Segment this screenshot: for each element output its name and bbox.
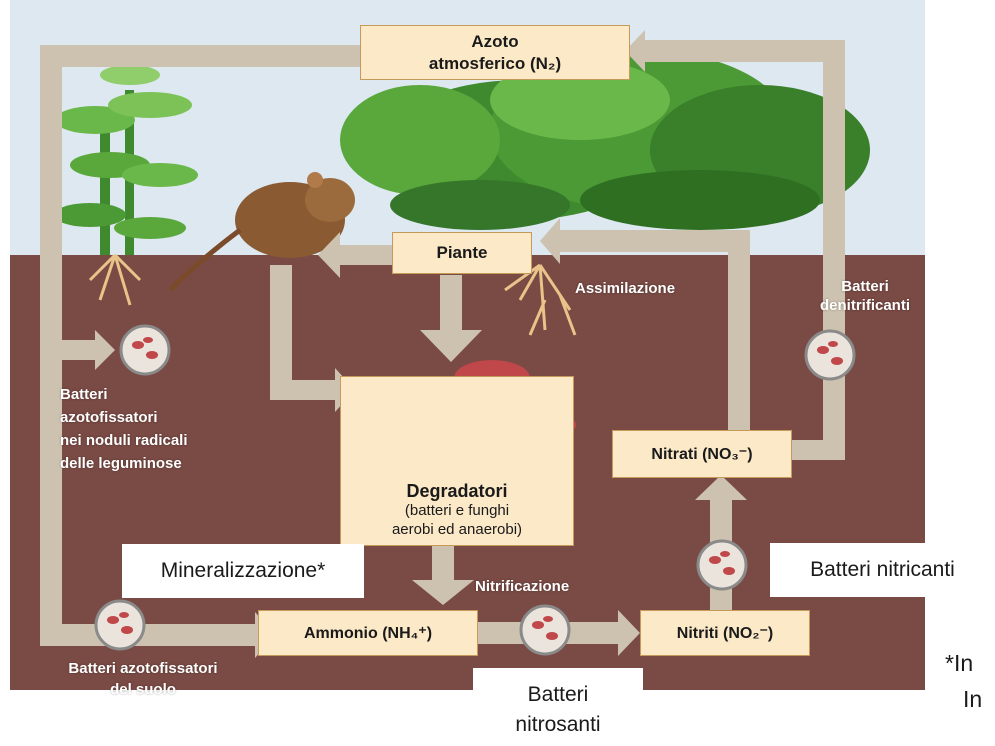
ammonium-label: Ammonio (NH₄⁺) xyxy=(304,623,432,643)
bacteria-denitrifying-icon xyxy=(806,331,854,379)
footnote-text: *In In xyxy=(945,645,982,717)
nitrosating-line1: Batteri xyxy=(473,680,643,710)
nitrifying-bacteria-note: Batteri nitricanti xyxy=(770,543,995,597)
nodule-bacteria-line1: Batteri xyxy=(60,383,188,406)
decomposers-box: Degradatori (batteri e funghi aerobi ed … xyxy=(340,376,574,546)
nodule-bacteria-line2: azotofissatori xyxy=(60,406,188,429)
bacteria-soil-icon xyxy=(96,601,144,649)
mineralization-note: Mineralizzazione* xyxy=(122,544,364,598)
denitrifying-line1: Batteri xyxy=(805,277,925,296)
denitrifying-bacteria-label: Batteri denitrificanti xyxy=(805,277,925,315)
denitrifying-line2: denitrificanti xyxy=(805,296,925,315)
soil-bacteria-label: Batteri azotofissatori del suolo xyxy=(18,658,268,700)
nitrosating-bacteria-note: Batteri nitrosanti xyxy=(473,668,643,746)
nitrosating-line2: nitrosanti xyxy=(473,710,643,740)
soil-bacteria-line1: Batteri azotofissatori xyxy=(18,658,268,679)
atmospheric-nitrogen-box: Azoto atmosferico (N₂) xyxy=(360,25,630,80)
assimilation-label: Assimilazione xyxy=(575,277,675,300)
bacteria-nitrosating-icon xyxy=(521,606,569,654)
soil-bacteria-line2: del suolo xyxy=(18,679,268,700)
nodule-bacteria-line3: nei noduli radicali xyxy=(60,429,188,452)
nitrates-box: Nitrati (NO₃⁻) xyxy=(612,430,792,478)
nitrites-box: Nitriti (NO₂⁻) xyxy=(640,610,810,656)
decomposers-title: Degradatori xyxy=(406,482,507,501)
plants-box: Piante xyxy=(392,232,532,274)
nodule-bacteria-line4: delle leguminose xyxy=(60,452,188,475)
plants-label: Piante xyxy=(436,243,487,263)
footnote-line1: *In xyxy=(945,645,982,681)
bacteria-nitrifying-icon xyxy=(698,541,746,589)
nitrification-label: Nitrificazione xyxy=(475,575,569,598)
nitrates-label: Nitrati (NO₃⁻) xyxy=(651,444,752,464)
decomposers-line2: aerobi ed anaerobi) xyxy=(392,520,522,539)
footnote-line2: In xyxy=(945,681,982,717)
atmospheric-nitrogen-line2: atmosferico (N₂) xyxy=(429,53,561,75)
ammonium-box: Ammonio (NH₄⁺) xyxy=(258,610,478,656)
atmospheric-nitrogen-line1: Azoto xyxy=(471,31,518,53)
bacteria-nodule-icon xyxy=(121,326,169,374)
nitrites-label: Nitriti (NO₂⁻) xyxy=(677,623,773,643)
decomposers-line1: (batteri e funghi xyxy=(405,501,509,520)
nodule-bacteria-label: Batteri azotofissatori nei noduli radica… xyxy=(60,383,188,475)
